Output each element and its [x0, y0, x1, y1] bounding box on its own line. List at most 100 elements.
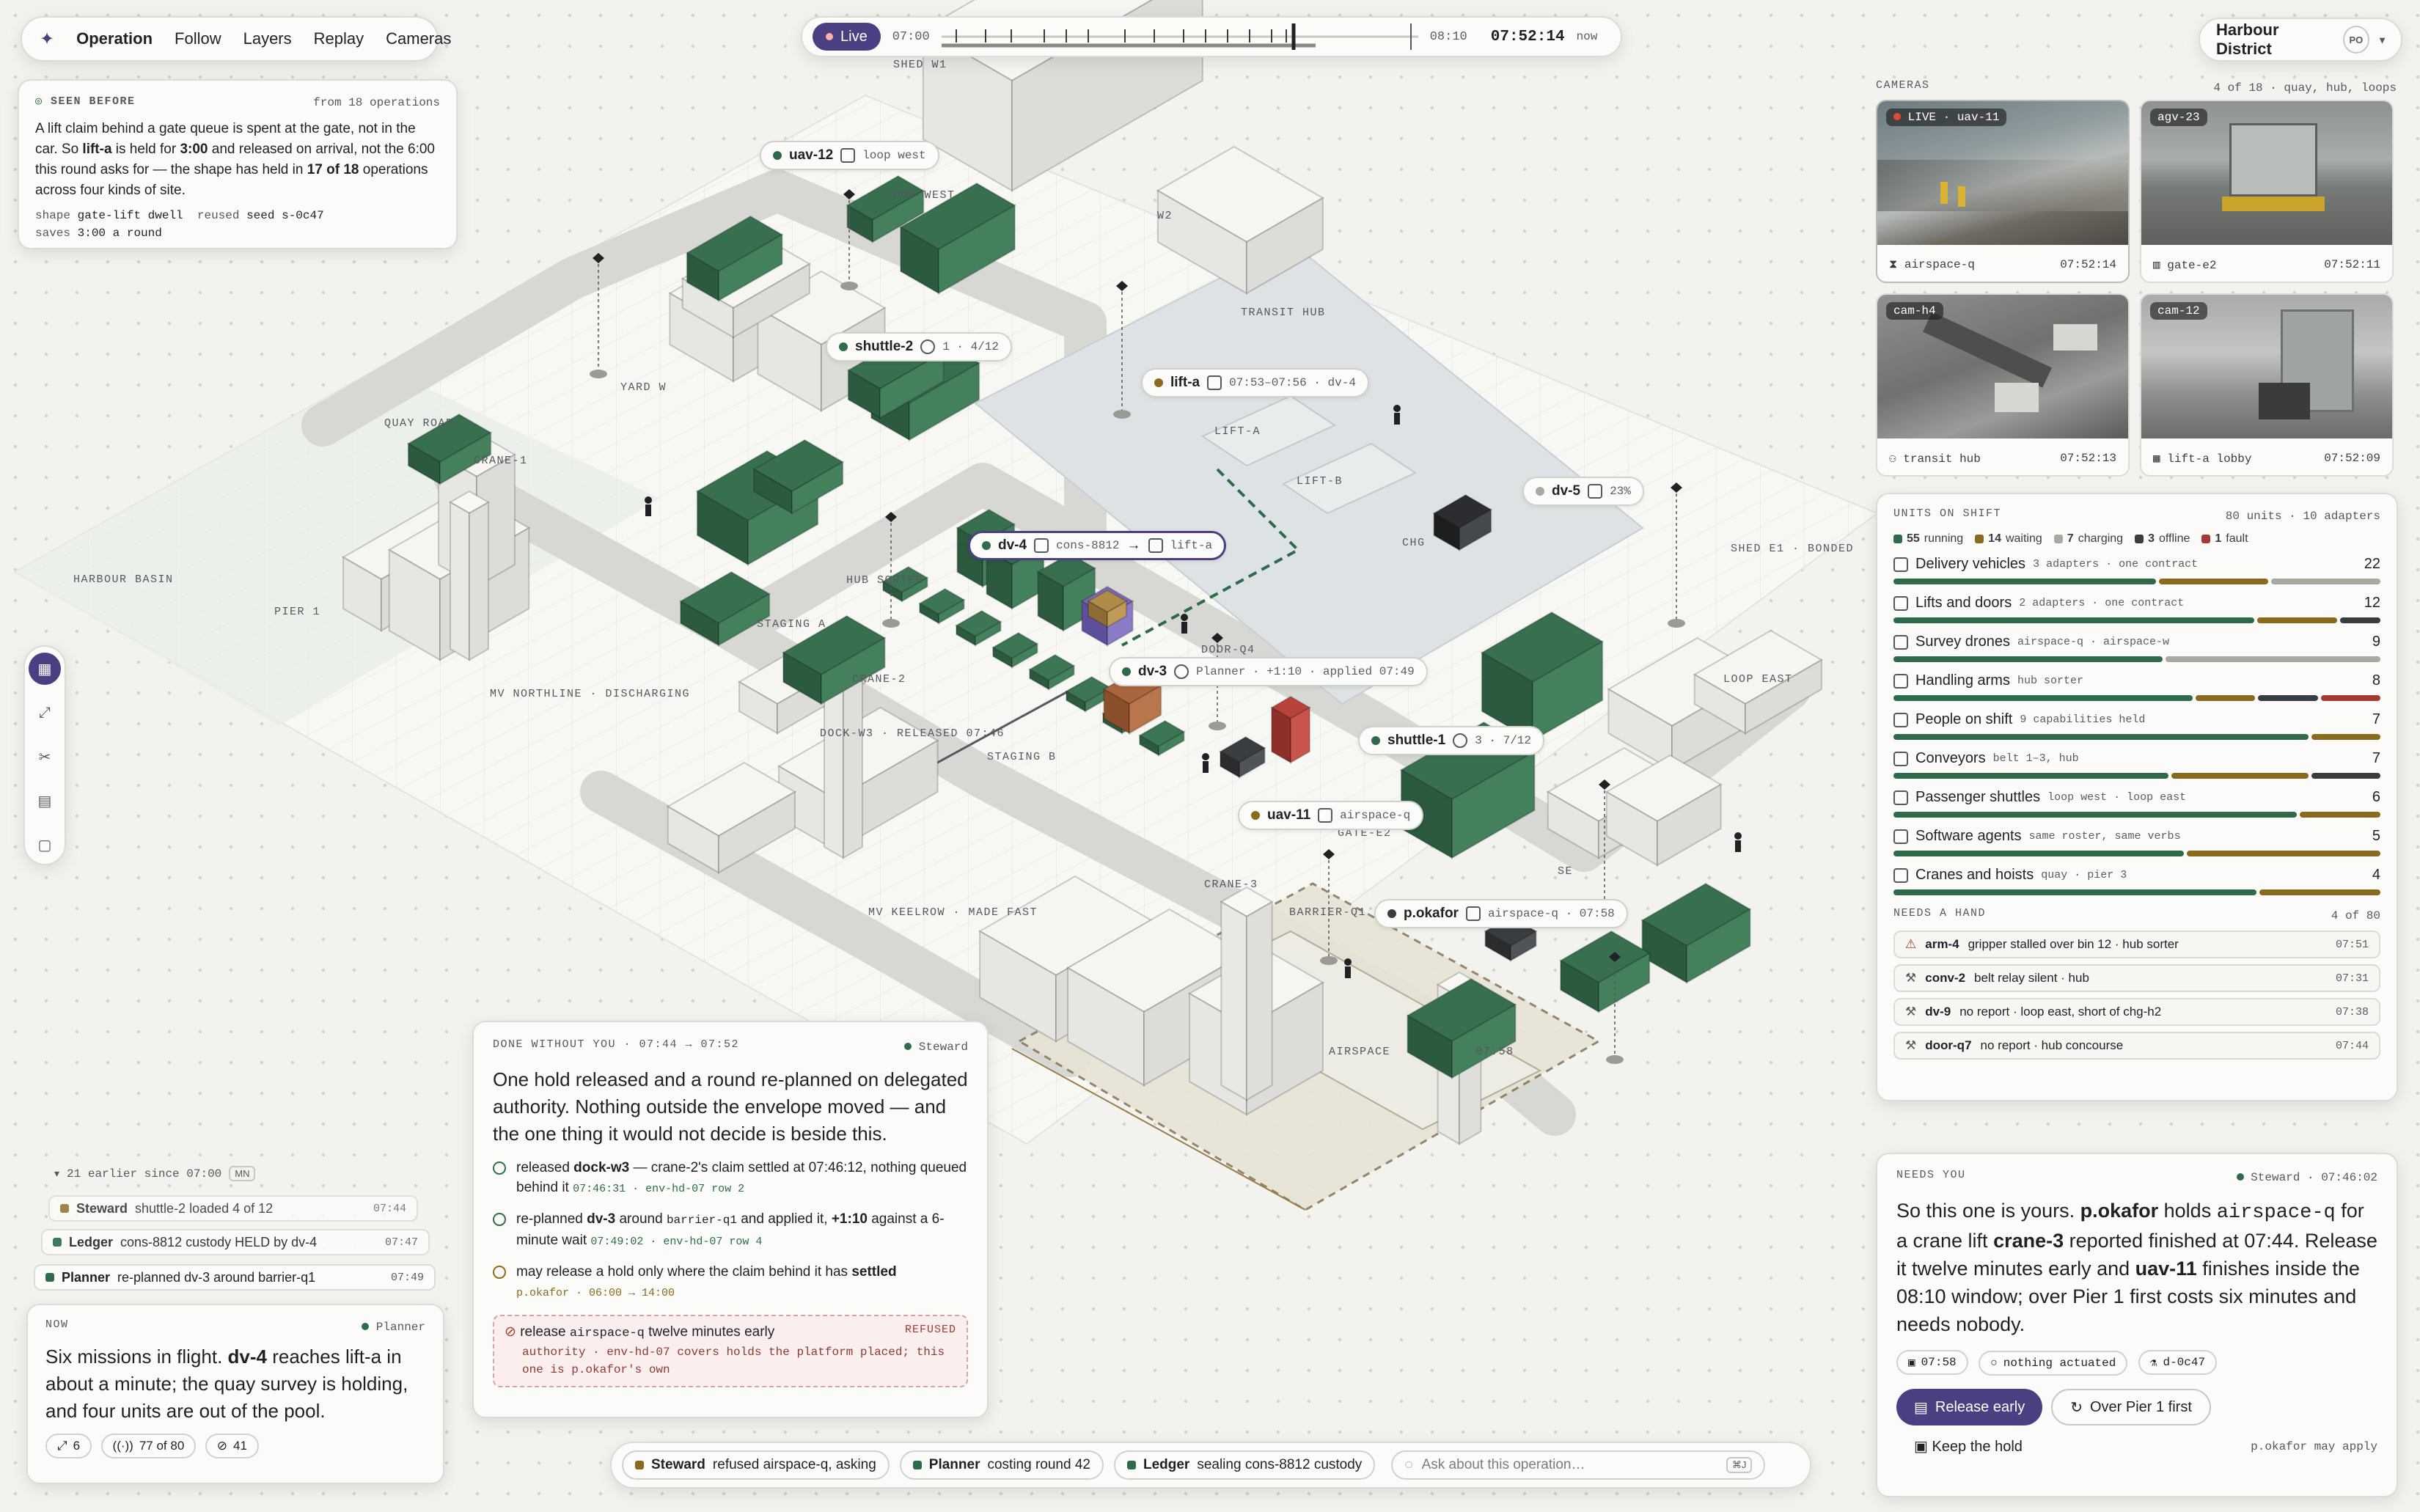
map-view-icon[interactable]: ▦ — [29, 653, 61, 685]
pin-marker[interactable] — [1116, 281, 1128, 291]
document-icon[interactable]: ▢ — [37, 837, 52, 854]
person-marker[interactable] — [1393, 405, 1401, 412]
person-body — [1345, 966, 1351, 978]
conveyor-segment — [955, 609, 1002, 647]
unit-bar-segment — [2158, 579, 2268, 584]
person-marker[interactable] — [645, 496, 652, 504]
pool-stat[interactable]: ((·))77 of 80 — [100, 1434, 197, 1458]
nav-layers[interactable]: Layers — [243, 29, 292, 48]
district-selector[interactable]: Harbour District PO ▾ — [2199, 18, 2402, 62]
pin-marker[interactable] — [1211, 633, 1223, 643]
seen-before-source: from 18 operations — [313, 96, 440, 109]
done-item-released: released dock-w3 — crane-2's claim settl… — [493, 1158, 968, 1199]
camera-tag: cam-h4 — [1893, 304, 1936, 318]
person-marker[interactable] — [1202, 753, 1209, 760]
nav-operation[interactable]: Operation — [76, 29, 153, 48]
scissors-icon[interactable]: ✂ — [38, 749, 51, 766]
person-marker[interactable] — [1181, 614, 1188, 621]
lift-icon — [1893, 595, 1908, 611]
pin-marker[interactable] — [1671, 482, 1682, 493]
over-pier-button[interactable]: ↻Over Pier 1 first — [2051, 1389, 2211, 1425]
pin-marker[interactable] — [885, 512, 897, 522]
clipboard-icon[interactable]: ▤ — [37, 793, 52, 810]
conveyor-segment — [881, 565, 929, 603]
release-early-button[interactable]: ▤Release early — [1896, 1389, 2043, 1425]
unit-bar-segment — [1893, 656, 2163, 662]
person-marker[interactable] — [1344, 958, 1352, 966]
history-earlier[interactable]: ▾ 21 earlier since 07:00 MN — [54, 1166, 256, 1181]
person-icon — [920, 340, 936, 354]
decisions-stat[interactable]: ⊘41 — [205, 1434, 259, 1458]
hourglass-icon: ⧗ — [1889, 258, 1898, 271]
green-building — [406, 413, 493, 485]
arrow-right-icon: → — [1126, 537, 1141, 553]
camera-tag: LIVE · uav-11 — [1907, 111, 2000, 124]
keep-hold-button[interactable]: ▣ Keep the hold — [1914, 1439, 2023, 1455]
pin-marker[interactable] — [1599, 779, 1610, 790]
pin-marker[interactable] — [843, 189, 855, 199]
pin-marker[interactable] — [1609, 952, 1621, 962]
needs-hand-summary: 4 of 80 — [2331, 909, 2380, 922]
live-button[interactable]: Live — [813, 23, 881, 51]
person-marker[interactable] — [1734, 832, 1742, 840]
map-label-pier-1: PIER 1 — [274, 606, 320, 618]
pin-marker[interactable] — [593, 253, 604, 263]
done-item-rule: may release a hold only where the claim … — [493, 1262, 968, 1303]
white-building — [1156, 145, 1324, 295]
nav-follow[interactable]: Follow — [175, 29, 221, 48]
ask-input[interactable]: ◌Ask about this operation…⌘J — [1391, 1450, 1766, 1480]
unit-bar-segment — [2171, 773, 2309, 779]
replan-icon — [1174, 664, 1189, 679]
avatar[interactable]: PO — [2342, 26, 2369, 54]
arm-icon — [1893, 673, 1908, 689]
unit-bar-segment — [1893, 695, 2193, 701]
conveyor-segment — [1028, 653, 1076, 691]
compass-logo-icon[interactable]: ✦ — [40, 29, 55, 49]
unit-bar-segment — [2270, 579, 2380, 584]
timeline-scrubber[interactable] — [941, 22, 1418, 51]
missions-stat[interactable]: ⤢6 — [45, 1434, 92, 1458]
map-label-mv-northline: MV NORTHLINE · DISCHARGING — [490, 688, 690, 700]
route-icon[interactable]: ⤢ — [39, 704, 51, 721]
pin-marker[interactable] — [1323, 849, 1335, 859]
nav-replay[interactable]: Replay — [313, 29, 364, 48]
actuated-tag: ○nothing actuated — [1979, 1351, 2128, 1376]
chevron-down-icon[interactable]: ▾ — [2379, 33, 2385, 45]
nav-cameras[interactable]: Cameras — [386, 29, 452, 48]
white-building — [666, 761, 796, 874]
camera-label: gate-e2 — [2167, 259, 2217, 272]
map-label-shed-w1: SHED W1 — [893, 59, 947, 71]
